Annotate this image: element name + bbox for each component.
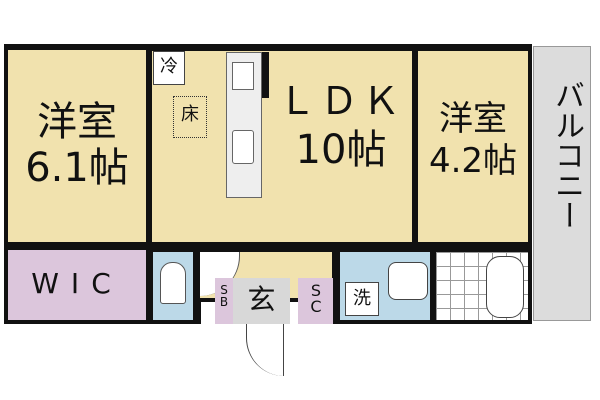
wic-label: WIC <box>31 267 123 300</box>
sink-icon <box>232 130 254 164</box>
floor-heating-label: 床 <box>181 104 199 125</box>
fridge-label: 冷 <box>160 56 178 77</box>
toilet-icon <box>160 262 186 304</box>
stove-icon <box>232 62 254 90</box>
entrance-label: 玄 <box>247 283 276 316</box>
western-room-6-1-size: 6.1帖 <box>25 145 129 191</box>
balcony <box>533 46 591 321</box>
western-room-4-2 <box>418 51 528 242</box>
western-room-4-2-name: 洋室 <box>439 99 507 139</box>
entrance <box>233 278 290 324</box>
ldk-size: 10帖 <box>295 127 387 173</box>
front-door <box>246 324 284 376</box>
western-room-4-2-size: 4.2帖 <box>428 141 518 181</box>
ldk-name: ＬＤＫ <box>277 79 404 123</box>
washer <box>345 282 379 316</box>
fridge <box>153 51 185 85</box>
balcony-label: バルコニー <box>549 80 584 230</box>
western-room-6-1 <box>8 50 146 242</box>
kitchen-wall <box>262 52 269 98</box>
bathtub-icon <box>486 256 524 318</box>
floor-heating-area <box>173 96 207 138</box>
storage-label: SC <box>310 281 322 316</box>
washer-label: 洗 <box>353 288 371 309</box>
shoe-box <box>215 278 233 324</box>
washbasin-icon <box>388 262 428 300</box>
western-room-6-1-name: 洋室 <box>37 99 117 145</box>
shoe-box-label: SB <box>219 283 229 309</box>
ldk <box>152 51 412 242</box>
storage-closet <box>298 278 333 324</box>
walk-in-closet <box>8 250 146 320</box>
